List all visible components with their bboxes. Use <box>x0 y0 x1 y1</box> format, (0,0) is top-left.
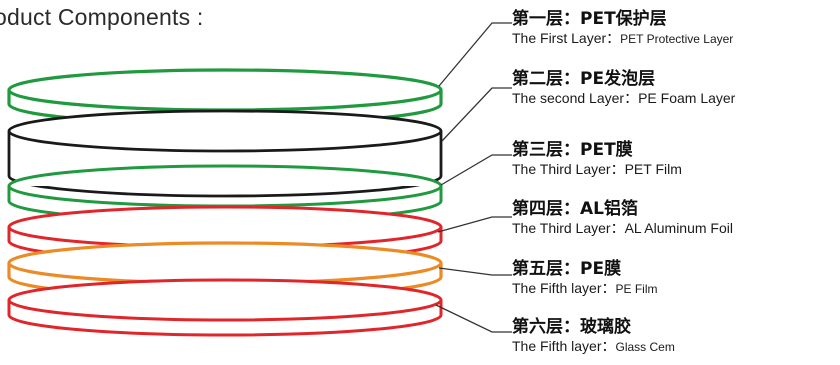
layer-ordinal-en: The Third Layer： <box>512 220 625 236</box>
layer-name-en: The First Layer：PET Protective Layer <box>512 29 733 48</box>
layer-name-cn: 第六层：玻璃胶 <box>512 317 631 337</box>
diagram-title: oduct Components : <box>0 4 204 30</box>
layer-ordinal-en: The First Layer： <box>512 30 621 46</box>
layer-material-en: PET Film <box>624 161 682 177</box>
layer-name-en: The Fifth layer：PE Film <box>512 279 657 298</box>
layer-ordinal-en: The Third Layer： <box>512 161 625 177</box>
leader-line-1 <box>438 22 512 87</box>
leader-line-2 <box>441 87 512 142</box>
layer-name-cn: 第四层：AL铝箔 <box>512 199 638 219</box>
leader-line-3 <box>440 154 512 186</box>
layer-name-cn: 第三层：PET膜 <box>512 140 633 160</box>
layer-name-en: The second Layer：PE Foam Layer <box>512 89 735 107</box>
layer-ordinal-en: The Fifth layer： <box>512 338 616 354</box>
layer-name-en: The Third Layer：PET Film <box>512 160 682 178</box>
leader-line-6 <box>435 304 512 333</box>
layer-ordinal-en: The Fifth layer： <box>512 280 616 296</box>
layer-ordinal-en: The second Layer： <box>512 90 639 106</box>
layer-material-en: AL Aluminum Foil <box>624 220 733 236</box>
layer-name-cn: 第五层：PE膜 <box>512 259 622 279</box>
layer-material-en: Glass Cem <box>615 340 675 354</box>
layer-material-en: PE Film <box>615 282 658 296</box>
layer-name-cn: 第二层：PE发泡层 <box>512 69 656 89</box>
layer-name-en: The Fifth layer：Glass Cem <box>512 337 675 356</box>
layer-disk-6 <box>7 278 443 337</box>
leader-line-4 <box>437 216 512 233</box>
layer-name-en: The Third Layer：AL Aluminum Foil <box>512 219 733 237</box>
layer-material-en: PE Foam Layer <box>638 90 736 106</box>
leader-line-5 <box>438 267 512 276</box>
layer-material-en: PET Protective Layer <box>620 32 734 46</box>
layer-name-cn: 第一层：PET保护层 <box>512 9 667 29</box>
